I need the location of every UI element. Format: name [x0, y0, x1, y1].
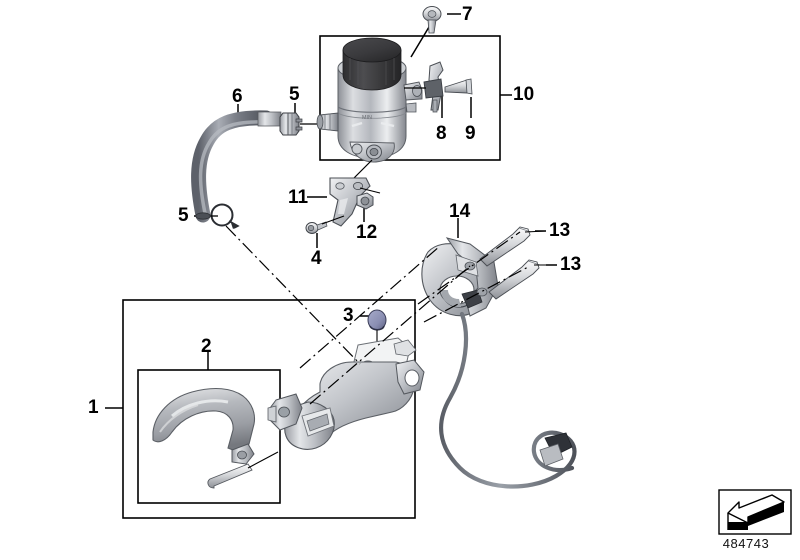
- assembly-group-box: [122, 299, 416, 519]
- group-boxes: [122, 35, 501, 519]
- callout-12: 12: [356, 222, 378, 243]
- mounting-bracket: [329, 177, 381, 227]
- callout-14: 14: [449, 201, 471, 222]
- callout-13-upper: 13: [549, 220, 571, 241]
- hose-end-open: [195, 212, 211, 220]
- callout-1: 1: [88, 397, 99, 418]
- callout-9: 9: [465, 123, 476, 144]
- vent-hose: [191, 110, 282, 223]
- hose-clamp-lower: [210, 203, 240, 229]
- callout-4: 4: [311, 248, 322, 269]
- callout-6: 6: [232, 86, 243, 107]
- callout-11: 11: [288, 187, 309, 208]
- callout-7: 7: [462, 4, 473, 25]
- callout-2: 2: [201, 336, 212, 357]
- handlebar-clamp: [421, 237, 499, 317]
- callout-10: 10: [513, 84, 535, 105]
- pin-fastener: [444, 78, 473, 95]
- reservoir-assembly: MIN: [316, 37, 423, 183]
- axis-clamp-to-body: [309, 265, 471, 405]
- clamp-bolt-lower: [488, 259, 557, 300]
- callout-13-lower: 13: [560, 254, 582, 275]
- construction-lines: [225, 225, 531, 405]
- hose-clamp-upper: [279, 112, 338, 136]
- svg-text:MIN: MIN: [362, 115, 372, 121]
- callout-3: 3: [343, 305, 354, 326]
- axis-bolt-upper: [417, 231, 521, 305]
- direction-arrow-icon: [718, 489, 792, 535]
- switch-cable: [439, 311, 577, 489]
- callout-5-lower: 5: [178, 205, 189, 226]
- reservoir-outlet-nipple: [316, 112, 339, 132]
- clamp-bolt-upper: [479, 226, 547, 267]
- callout-8: 8: [436, 123, 447, 144]
- nut-fastener: [356, 192, 374, 210]
- reservoir-cap-plug: [367, 309, 387, 364]
- reservoir-cap: [342, 37, 402, 91]
- cap-screw-top: [422, 6, 442, 34]
- bracket-clip: [404, 61, 444, 113]
- axis-hose-to-cylinder: [225, 225, 361, 365]
- reservoir-bottom-boss: [349, 141, 395, 163]
- part-number-label: 484743: [722, 536, 770, 551]
- reservoir-side-lug: [403, 81, 423, 113]
- axis-clamp-to-cylinder: [299, 245, 441, 369]
- lever-box: [137, 369, 281, 504]
- callout-5-upper: 5: [289, 84, 300, 105]
- brake-lever: [152, 387, 279, 489]
- axis-bolt-lower: [423, 265, 531, 323]
- leader-lines: [105, 13, 557, 409]
- master-cylinder: [267, 337, 425, 450]
- screw-small: [305, 215, 345, 234]
- reservoir-group-box: [319, 35, 501, 161]
